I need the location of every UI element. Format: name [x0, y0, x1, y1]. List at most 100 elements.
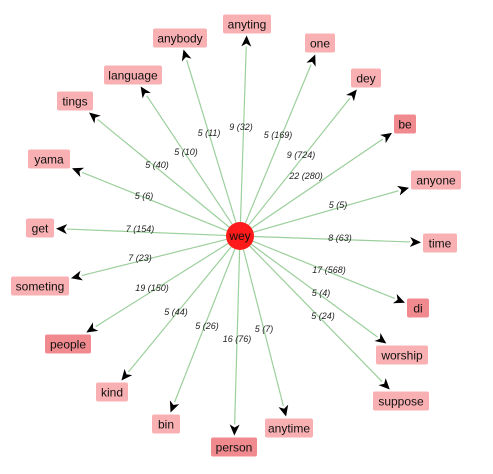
node-box[interactable] [57, 91, 93, 111]
arrowhead-icon [278, 404, 289, 417]
arrowhead-icon [169, 400, 180, 413]
node-label: tings [62, 95, 87, 109]
node-box[interactable] [26, 218, 54, 238]
node-time[interactable]: time [423, 233, 457, 253]
arrowhead-icon [409, 236, 421, 247]
node-label: time [429, 237, 452, 251]
node-box[interactable] [373, 391, 429, 411]
node-bin[interactable]: bin [152, 414, 180, 434]
node-worship[interactable]: worship [376, 345, 428, 365]
arrowhead-icon [86, 322, 99, 333]
arrowhead-icon [397, 185, 409, 196]
edge-line [95, 242, 229, 328]
node-anyting[interactable]: anyting [223, 14, 271, 34]
edge-line [81, 238, 227, 277]
arrowhead-icon [306, 54, 316, 67]
node-someting[interactable]: someting [11, 276, 69, 296]
edge-weight-label: 8 (63) [328, 233, 352, 243]
node-box[interactable] [407, 298, 429, 318]
edge-weight-label: 5 (24) [311, 311, 335, 321]
edge-labels-layer: 9 (32)5 (169)9 (724)22 (280)5 (5)8 (63)1… [126, 122, 352, 344]
node-anybody[interactable]: anybody [153, 28, 207, 48]
arrowhead-icon [71, 270, 83, 281]
node-label: worship [380, 349, 423, 363]
node-label: anybody [157, 32, 202, 46]
arrowhead-icon [392, 293, 405, 304]
edge-line [252, 240, 396, 300]
edge-line [249, 245, 383, 383]
node-label: language [108, 69, 158, 83]
node-box[interactable] [376, 345, 428, 365]
node-box[interactable] [28, 149, 70, 169]
node-tings[interactable]: tings [57, 91, 93, 111]
edge-line [253, 190, 399, 233]
arrowhead-icon [374, 332, 387, 344]
edge-weight-label: 22 (280) [288, 171, 323, 181]
edge-weight-label: 9 (32) [229, 122, 253, 132]
node-box[interactable] [211, 437, 257, 457]
edge-line [66, 228, 227, 237]
node-label: anytime [268, 422, 310, 436]
center-node-circle[interactable] [226, 222, 254, 250]
node-box[interactable] [96, 382, 128, 402]
node-box[interactable] [104, 65, 162, 85]
edge-weight-label: 5 (169) [264, 130, 293, 140]
node-label: anyting [228, 18, 267, 32]
edge-weight-label: 19 (150) [135, 283, 169, 293]
edge-line [146, 95, 233, 225]
node-anyone[interactable]: anyone [411, 170, 461, 190]
edge-line [244, 64, 312, 224]
node-label: bin [158, 418, 174, 432]
center-node[interactable]: wey [226, 222, 254, 250]
node-box[interactable] [305, 33, 335, 53]
node-box[interactable] [411, 170, 461, 190]
node-label: kind [101, 386, 123, 400]
edge-line [251, 138, 384, 229]
node-box[interactable] [152, 414, 180, 434]
node-person[interactable]: person [211, 437, 257, 457]
node-box[interactable] [394, 114, 416, 134]
edge-line [250, 243, 378, 338]
node-suppose[interactable]: suppose [373, 391, 429, 411]
edge-line [248, 97, 351, 226]
node-box[interactable] [265, 418, 313, 438]
node-di[interactable]: di [407, 298, 429, 318]
node-language[interactable]: language [104, 65, 162, 85]
node-label: di [413, 302, 422, 316]
node-label: anyone [416, 174, 456, 188]
node-label: someting [16, 280, 65, 294]
edge-weight-label: 5 (40) [145, 160, 169, 170]
edge-weight-label: 5 (7) [255, 324, 274, 334]
node-anytime[interactable]: anytime [265, 418, 313, 438]
node-box[interactable] [351, 68, 381, 88]
node-box[interactable] [11, 276, 69, 296]
edge-weight-label: 7 (23) [128, 253, 152, 263]
node-label: person [216, 441, 253, 455]
edge-line [234, 249, 241, 425]
node-box[interactable] [153, 28, 207, 48]
edge-weight-label: 16 (76) [223, 334, 252, 344]
node-kind[interactable]: kind [96, 382, 128, 402]
arrowhead-icon [380, 132, 392, 144]
arrowhead-icon [121, 368, 133, 381]
node-yama[interactable]: yama [28, 149, 70, 169]
arrowhead-icon [89, 112, 101, 124]
edge-line [97, 119, 230, 228]
node-people[interactable]: people [45, 334, 91, 354]
node-get[interactable]: get [26, 218, 54, 238]
edge-line [253, 235, 411, 243]
arrowhead-icon [241, 35, 252, 47]
node-dey[interactable]: dey [351, 68, 381, 88]
node-box[interactable] [423, 233, 457, 253]
node-one[interactable]: one [305, 33, 335, 53]
node-box[interactable] [45, 334, 91, 354]
node-be[interactable]: be [394, 114, 416, 134]
edge-weight-label: 9 (724) [287, 150, 316, 160]
edge-line [127, 246, 232, 373]
edge-line [239, 46, 247, 223]
arrowhead-icon [140, 86, 151, 99]
edge-weight-label: 17 (568) [312, 265, 346, 275]
node-box[interactable] [223, 14, 271, 34]
